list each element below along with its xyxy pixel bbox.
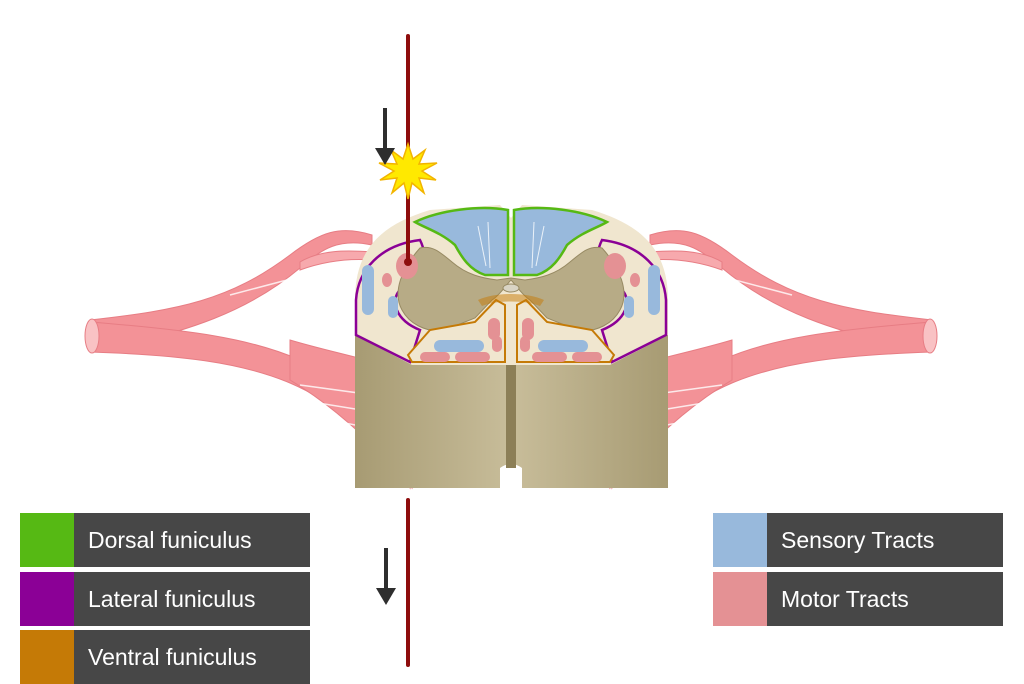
motor-tracts <box>382 253 640 362</box>
dorsal-column-lines <box>477 221 545 269</box>
central-canal <box>502 283 520 293</box>
legend-swatch-motor <box>713 572 767 626</box>
left-upper-nerve-roots <box>89 230 373 353</box>
down-arrow-icon <box>376 548 396 605</box>
legend-motor-tracts: Motor Tracts <box>713 572 1003 626</box>
legend-label-lateral: Lateral funiculus <box>74 572 310 626</box>
needle-tip <box>404 258 412 266</box>
legend-dorsal-funiculus: Dorsal funiculus <box>20 513 310 567</box>
legend-label-dorsal: Dorsal funiculus <box>74 513 310 567</box>
legend-swatch-sensory <box>713 513 767 567</box>
legend-swatch-lateral <box>20 572 74 626</box>
legend-label-sensory: Sensory Tracts <box>767 513 1003 567</box>
legend-label-motor: Motor Tracts <box>767 572 1003 626</box>
starburst-icon <box>378 141 438 200</box>
sensory-tracts <box>362 265 660 352</box>
legend-sensory-tracts: Sensory Tracts <box>713 513 1003 567</box>
ventral-fissure <box>506 360 516 468</box>
left-nerve-end <box>84 318 100 354</box>
legend-swatch-ventral <box>20 630 74 684</box>
down-arrow-icon <box>375 108 395 165</box>
legend-swatch-dorsal <box>20 513 74 567</box>
legend-lateral-funiculus: Lateral funiculus <box>20 572 310 626</box>
legend-label-ventral: Ventral funiculus <box>74 630 310 684</box>
legend-ventral-funiculus: Ventral funiculus <box>20 630 310 684</box>
right-nerve-end <box>922 318 938 354</box>
anterior-commissure <box>478 294 544 306</box>
